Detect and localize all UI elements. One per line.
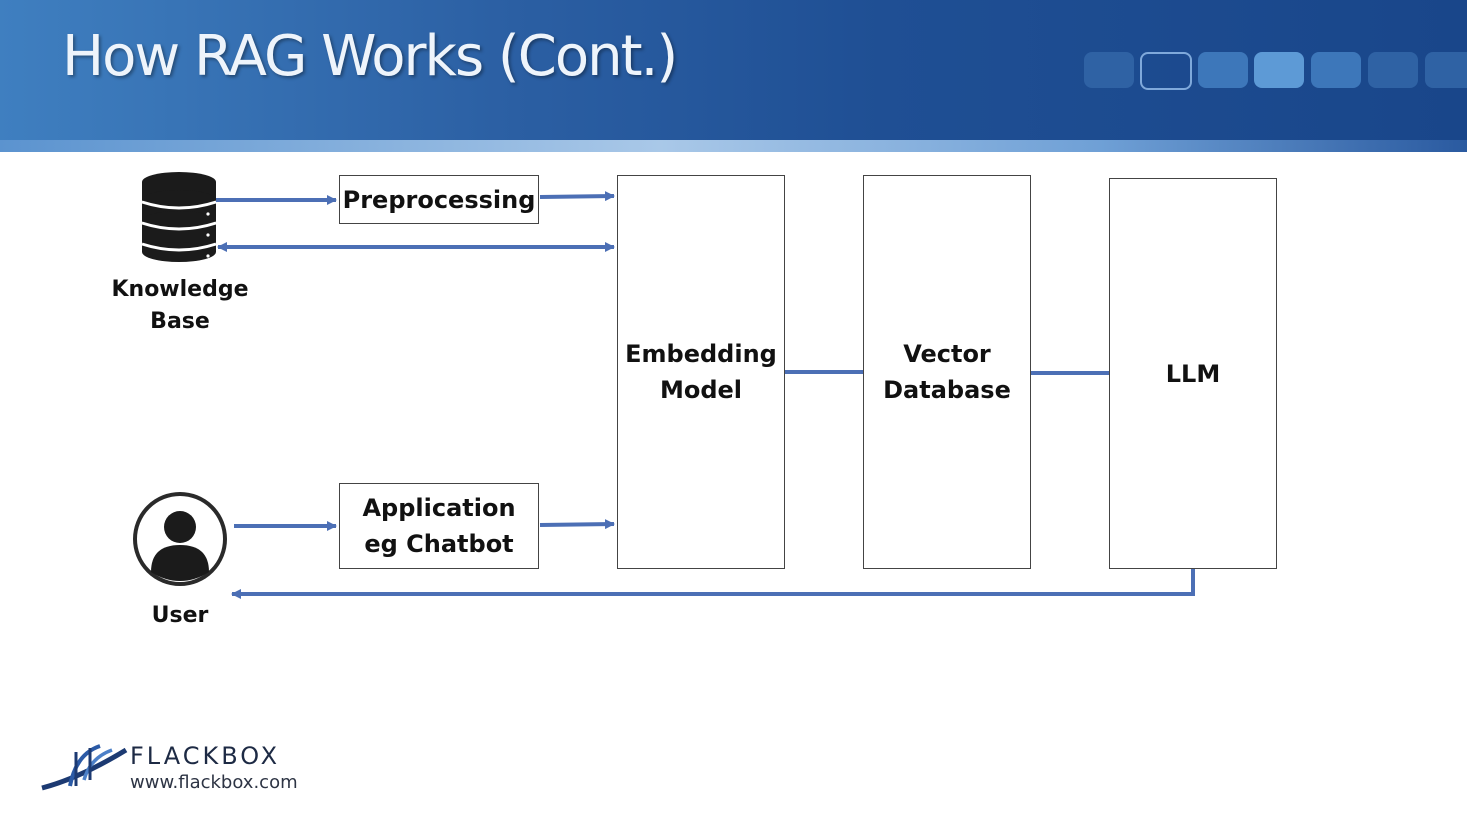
website-url: www.flackbox.com bbox=[130, 772, 298, 793]
logo-wordmark: FLACKBOX bbox=[130, 742, 281, 770]
vector-database-label: Vector Database bbox=[883, 340, 1011, 404]
preprocessing-box: Preprocessing bbox=[339, 175, 539, 224]
application-label: Application eg Chatbot bbox=[362, 494, 516, 558]
progress-step bbox=[1311, 52, 1361, 88]
arrow-preprocessing-to-embedding bbox=[539, 191, 615, 202]
arrow-application-to-embedding bbox=[539, 519, 615, 530]
embedding-model-box: Embedding Model bbox=[617, 175, 785, 569]
progress-step bbox=[1254, 52, 1304, 88]
user-avatar-icon bbox=[133, 492, 227, 586]
progress-step bbox=[1368, 52, 1418, 88]
slide-title: How RAG Works (Cont.) bbox=[62, 24, 678, 89]
progress-step bbox=[1198, 52, 1248, 88]
llm-box: LLM bbox=[1109, 178, 1277, 569]
progress-step bbox=[1425, 52, 1467, 88]
database-icon bbox=[141, 172, 217, 262]
flackbox-logo: FLACKBOX www.flackbox.com bbox=[40, 742, 298, 798]
application-box: Application eg Chatbot bbox=[339, 483, 539, 569]
knowledge-base-label: Knowledge Base bbox=[111, 277, 249, 334]
slide-header: How RAG Works (Cont.) bbox=[0, 0, 1467, 152]
progress-step-current bbox=[1140, 52, 1192, 90]
user-label: User bbox=[151, 603, 209, 628]
preprocessing-label: Preprocessing bbox=[342, 185, 536, 214]
arrow-llm-to-user bbox=[231, 569, 1195, 599]
progress-step bbox=[1084, 52, 1134, 88]
header-stripe bbox=[0, 140, 1467, 152]
bridge-logo-icon bbox=[41, 744, 128, 791]
llm-label: LLM bbox=[1165, 359, 1221, 388]
embedding-model-label: Embedding Model bbox=[625, 340, 777, 404]
vector-database-box: Vector Database bbox=[863, 175, 1031, 569]
